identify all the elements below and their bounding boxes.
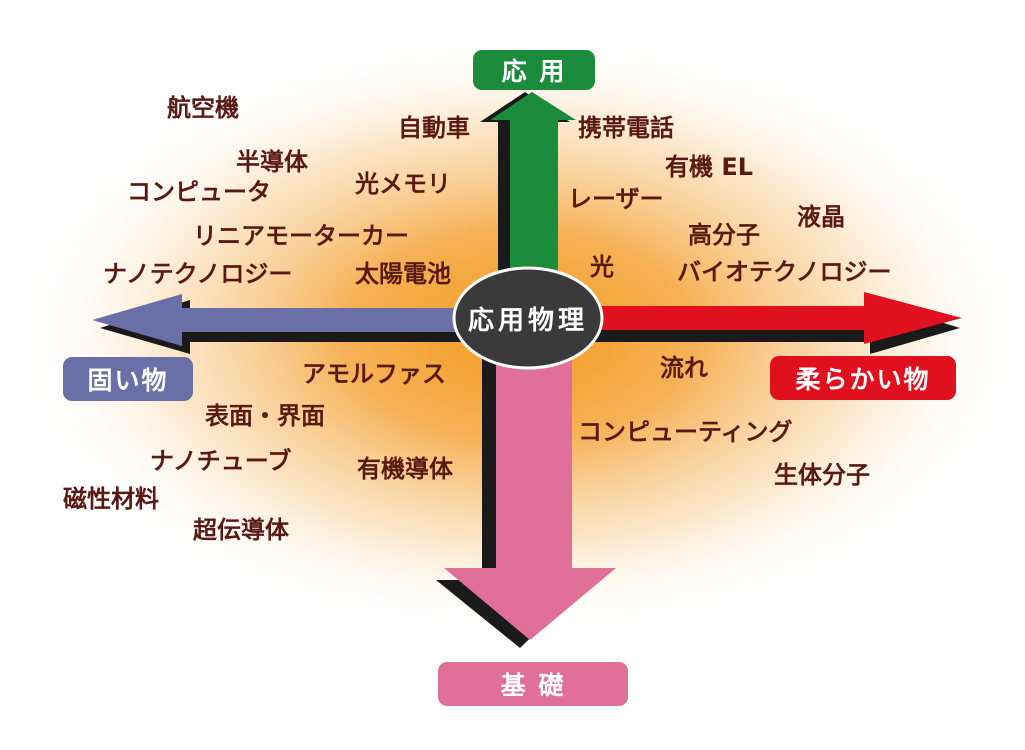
term-label: ナノテクノロジー [103, 260, 293, 288]
center-label: 応用物理 [467, 305, 588, 336]
term-label: バイオテクノロジー [677, 258, 892, 286]
term-label: レーザー [568, 185, 664, 213]
term-label: 航空機 [167, 94, 239, 122]
term-label: 光 [590, 253, 614, 281]
term-label: 液晶 [797, 203, 845, 231]
term-label: コンピューティング [578, 418, 793, 446]
axis-label-right: 柔らかい物 [770, 356, 956, 400]
term-label: 高分子 [688, 221, 760, 249]
term-label: 表面・界面 [205, 402, 325, 430]
term-label: 携帯電話 [578, 114, 674, 142]
term-label: 有機 EL [665, 153, 754, 181]
axis-label-bottom: 基 礎 [438, 662, 628, 706]
term-label: 流れ [660, 354, 708, 382]
left-arrow [92, 294, 470, 346]
term-label: 磁性材料 [63, 485, 159, 513]
term-label: 太陽電池 [355, 260, 451, 288]
down-arrow [444, 340, 616, 640]
term-label: 生体分子 [774, 461, 870, 489]
center-ellipse [452, 266, 604, 370]
term-label: リニアモーターカー [193, 222, 409, 250]
axis-label-left: 固い物 [63, 357, 193, 401]
term-label: 超伝導体 [193, 516, 289, 544]
term-label: アモルファス [302, 360, 446, 388]
term-label: ナノチューブ [150, 447, 292, 475]
term-label: コンピュータ [127, 178, 271, 206]
term-label: 有機導体 [357, 455, 453, 483]
up-arrow [490, 92, 576, 300]
right-arrow [580, 292, 962, 344]
term-label: 半導体 [236, 148, 308, 176]
term-label: 自動車 [398, 114, 470, 142]
term-label: 光メモリ [355, 170, 451, 198]
axis-label-top: 応 用 [473, 50, 595, 90]
